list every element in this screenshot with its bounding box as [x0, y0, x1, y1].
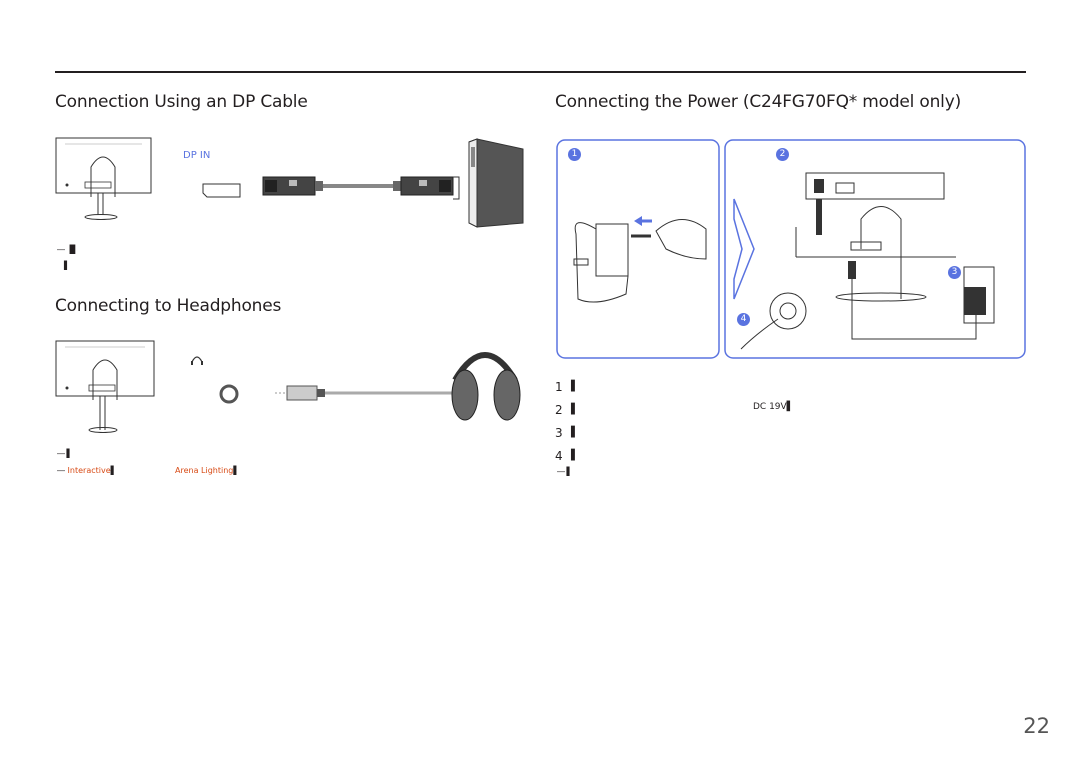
- step-number: 3: [555, 425, 563, 440]
- dp-illustration: [55, 137, 524, 228]
- hp-note-2-prefix: ―: [57, 466, 68, 475]
- step-text: ▌: [571, 381, 579, 392]
- step-number: 4: [555, 448, 563, 463]
- dp-in-label: DP IN: [183, 150, 211, 161]
- step-text: ▌: [571, 427, 579, 438]
- headphones-illustration: [55, 340, 521, 433]
- step-1: 1 ▌: [555, 375, 1015, 398]
- top-rule: [55, 71, 1026, 73]
- power-figure: 1 2 3 4: [556, 139, 1026, 361]
- step-text: ▌: [571, 450, 579, 461]
- hp-note-2: ― Interactive▌: [57, 466, 117, 475]
- power-note: ― ▌: [557, 467, 573, 476]
- hp-note-2-arena: Arena Lighting▌: [175, 466, 239, 475]
- badge-1: 1: [568, 148, 581, 161]
- step-text: ▌: [571, 404, 579, 415]
- step-2: 2 ▌ DC 19V▌: [555, 398, 1015, 421]
- hp-note-2-end: ▌: [233, 466, 240, 475]
- interactive-link[interactable]: Interactive: [67, 466, 111, 475]
- dp-note-2: ▌: [64, 261, 70, 270]
- step-4: 4 ▌: [555, 444, 1015, 467]
- heading-dp-cable: Connection Using an DP Cable: [55, 92, 308, 112]
- power-steps-list: 1 ▌ 2 ▌ DC 19V▌ 3 ▌ 4 ▌: [555, 375, 1015, 467]
- heading-power: Connecting the Power (C24FG70FQ* model o…: [555, 92, 961, 112]
- hp-note-2-mid: ▌: [110, 466, 117, 475]
- heading-headphones: Connecting to Headphones: [55, 296, 282, 316]
- dp-connection-figure: [55, 137, 530, 232]
- badge-3: 3: [948, 266, 961, 279]
- step-number: 1: [555, 379, 563, 394]
- badge-2: 2: [776, 148, 789, 161]
- badge-4: 4: [737, 313, 750, 326]
- arena-lighting-link[interactable]: Arena Lighting: [175, 466, 234, 475]
- step-number: 2: [555, 402, 563, 417]
- page-number: 22: [1023, 714, 1050, 738]
- hp-note-1: ― ▌: [57, 449, 73, 458]
- step-2-dc-label: DC 19V▌: [753, 402, 794, 412]
- step-3: 3 ▌: [555, 421, 1015, 444]
- power-illustration: [556, 139, 1026, 359]
- headphones-figure: [55, 340, 530, 435]
- dp-note-1: ― ▐▌: [57, 245, 78, 254]
